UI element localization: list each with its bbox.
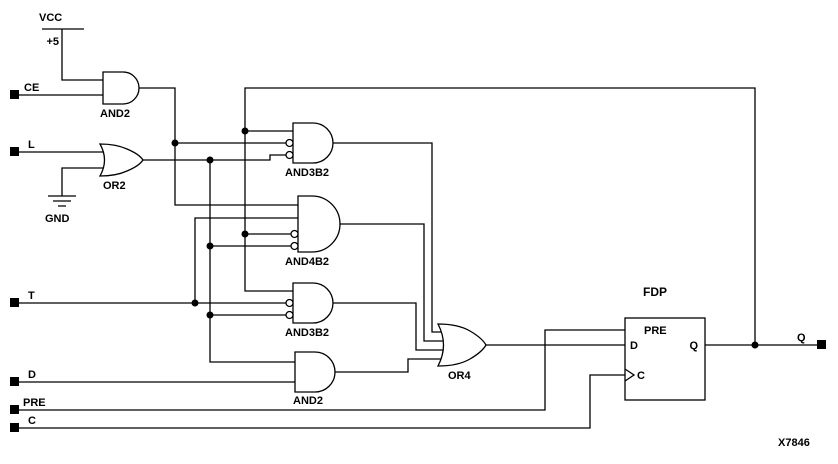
wire-and4b2-out bbox=[340, 223, 444, 342]
gate-label-and4b2: AND4B2 bbox=[285, 256, 329, 268]
junction-dot bbox=[206, 156, 214, 164]
and2-ce-gate bbox=[102, 71, 140, 105]
vcc-value-label: +5 bbox=[46, 36, 59, 48]
wire-q-feedback bbox=[244, 87, 818, 346]
vcc-label: VCC bbox=[39, 12, 62, 24]
io-pads bbox=[10, 90, 826, 432]
junction-dot bbox=[241, 127, 249, 135]
and2-d-gate bbox=[294, 351, 336, 393]
net-label-t: T bbox=[28, 290, 35, 302]
wire-c-net bbox=[19, 374, 625, 429]
fdp-clock-triangle-icon bbox=[624, 368, 636, 382]
gate-label-and2-ce: AND2 bbox=[100, 108, 130, 120]
gnd-label: GND bbox=[45, 213, 70, 225]
input-pad-l bbox=[10, 147, 19, 156]
fdp-pin-pre-label: PRE bbox=[644, 325, 667, 337]
bubble-icon bbox=[290, 229, 299, 239]
or2-l-gate bbox=[98, 143, 144, 177]
bubble-icon bbox=[285, 150, 294, 160]
wires bbox=[19, 28, 818, 429]
gate-label-or4: OR4 bbox=[448, 370, 472, 382]
input-bubbles bbox=[285, 138, 299, 320]
net-label-l: L bbox=[28, 139, 35, 151]
net-label-ce: CE bbox=[24, 82, 39, 94]
junction-dot bbox=[171, 139, 179, 147]
gate-label-and3b2-a: AND3B2 bbox=[285, 167, 329, 179]
wire-pre-net bbox=[19, 329, 625, 411]
input-pad-ce bbox=[10, 90, 19, 99]
and3b2-b-gate bbox=[292, 282, 334, 324]
net-label-d: D bbox=[28, 369, 36, 381]
wire-t-net bbox=[19, 217, 298, 304]
gnd-symbol-icon bbox=[48, 195, 76, 207]
input-pad-d bbox=[10, 377, 19, 386]
gate-label-or2: OR2 bbox=[103, 180, 126, 192]
wire-vcc bbox=[42, 28, 103, 81]
input-pad-c bbox=[10, 423, 19, 432]
gates bbox=[98, 71, 706, 401]
wire-ce-net bbox=[139, 87, 298, 206]
labels: VCC +5 CE AND2 L OR2 GND T AND3B2 AND4B2… bbox=[23, 12, 810, 449]
input-pad-pre bbox=[10, 405, 19, 414]
wire-and3b2b-out bbox=[333, 302, 444, 351]
and3b2-a-gate bbox=[292, 122, 334, 164]
input-pad-t bbox=[10, 298, 19, 307]
wire-gnd bbox=[61, 167, 105, 196]
net-label-q: Q bbox=[797, 332, 806, 344]
junction-dot bbox=[206, 242, 214, 250]
bubble-icon bbox=[285, 310, 294, 320]
fdp-title: FDP bbox=[643, 285, 667, 299]
net-label-pre: PRE bbox=[23, 397, 46, 409]
junction-dot bbox=[206, 311, 214, 319]
or4-gate bbox=[436, 323, 487, 367]
fdp-pin-d-label: D bbox=[630, 340, 638, 352]
part-number: X7846 bbox=[778, 437, 810, 449]
fdp-box bbox=[624, 317, 706, 401]
junction-dots bbox=[171, 127, 759, 349]
bubble-icon bbox=[290, 241, 299, 251]
bubble-icon bbox=[285, 138, 294, 148]
output-pad-q bbox=[817, 340, 826, 349]
junction-dot bbox=[241, 230, 249, 238]
gate-label-and3b2-b: AND3B2 bbox=[285, 327, 329, 339]
wire-and3b2a-out bbox=[333, 142, 444, 333]
junction-dot bbox=[191, 299, 199, 307]
wire-l-net bbox=[142, 154, 295, 363]
wire-and2d-out bbox=[335, 358, 444, 373]
bubble-icon bbox=[285, 298, 294, 308]
fdp-pin-c-label: C bbox=[637, 370, 645, 382]
net-label-c: C bbox=[28, 415, 36, 427]
gate-label-and2-d: AND2 bbox=[293, 395, 323, 407]
and4b2-gate bbox=[297, 195, 341, 253]
fdp-pin-q-label: Q bbox=[689, 340, 698, 352]
junction-dot bbox=[751, 341, 759, 349]
